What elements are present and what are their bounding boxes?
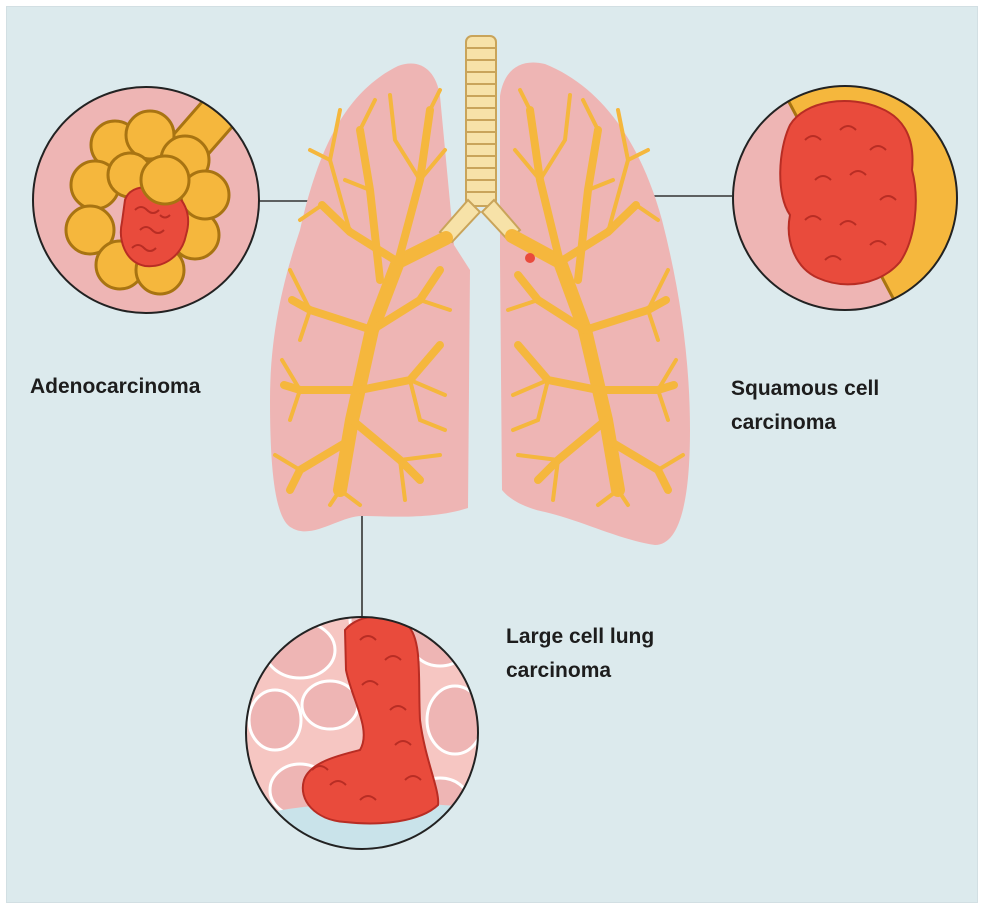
squamous-cell-label: Squamous cell carcinoma xyxy=(731,372,879,440)
left-lung xyxy=(270,64,470,532)
large-cell-label: Large cell lung carcinoma xyxy=(506,620,654,688)
large-cell-inset xyxy=(240,600,483,860)
heart-notch xyxy=(470,490,506,550)
squamous-cell-inset xyxy=(733,70,970,330)
squamous-tumor-marker xyxy=(525,253,535,263)
adenocarcinoma-label: Adenocarcinoma xyxy=(30,370,200,404)
adenocarcinoma-inset xyxy=(33,70,260,313)
